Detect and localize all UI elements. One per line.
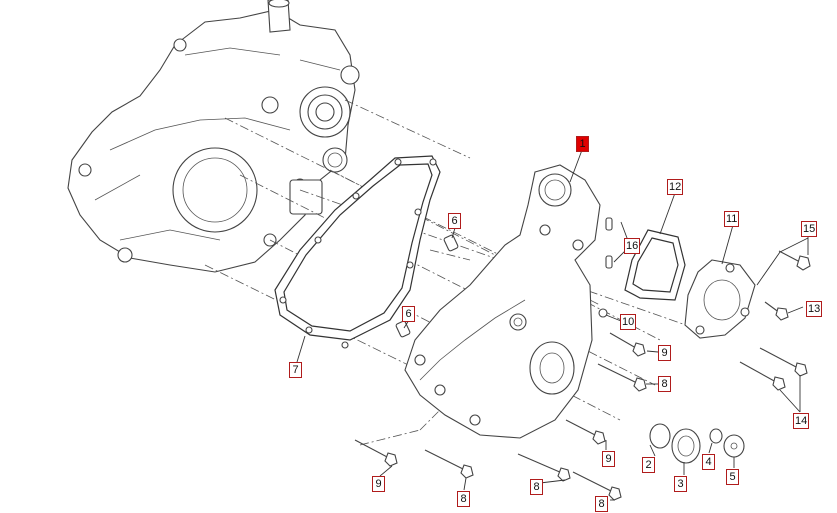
gasket-part [274,155,441,349]
callout-8d[interactable]: 8 [595,496,608,512]
dowel-pins [395,234,459,338]
water-pump-cover-part [684,259,756,339]
callout-16[interactable]: 16 [624,238,641,254]
callout-2[interactable]: 2 [642,457,655,473]
callout-9b[interactable]: 9 [372,476,385,492]
callout-6a[interactable]: 6 [448,213,461,229]
callout-5[interactable]: 5 [726,469,739,485]
callout-11[interactable]: 11 [724,211,740,227]
callout-13[interactable]: 13 [806,301,823,317]
pins-part [605,217,613,269]
bolts [354,250,811,501]
callout-3[interactable]: 3 [674,476,687,492]
clutch-cover-part [404,164,601,439]
callout-1[interactable]: 1 [576,136,589,152]
callout-6b[interactable]: 6 [402,306,415,322]
callout-8b[interactable]: 8 [457,491,470,507]
callout-4[interactable]: 4 [702,454,715,470]
callout-14[interactable]: 14 [793,413,810,429]
callout-8c[interactable]: 8 [530,479,543,495]
callout-9a[interactable]: 9 [658,345,671,361]
crankcase-drawing [67,0,360,273]
callout-9c[interactable]: 9 [602,451,615,467]
callout-7[interactable]: 7 [289,362,302,378]
callout-12[interactable]: 12 [667,179,684,195]
callout-15[interactable]: 15 [801,221,818,237]
cap-parts [649,423,745,464]
leader-lines [296,149,809,501]
callout-8a[interactable]: 8 [658,376,671,392]
callout-10[interactable]: 10 [620,314,637,330]
